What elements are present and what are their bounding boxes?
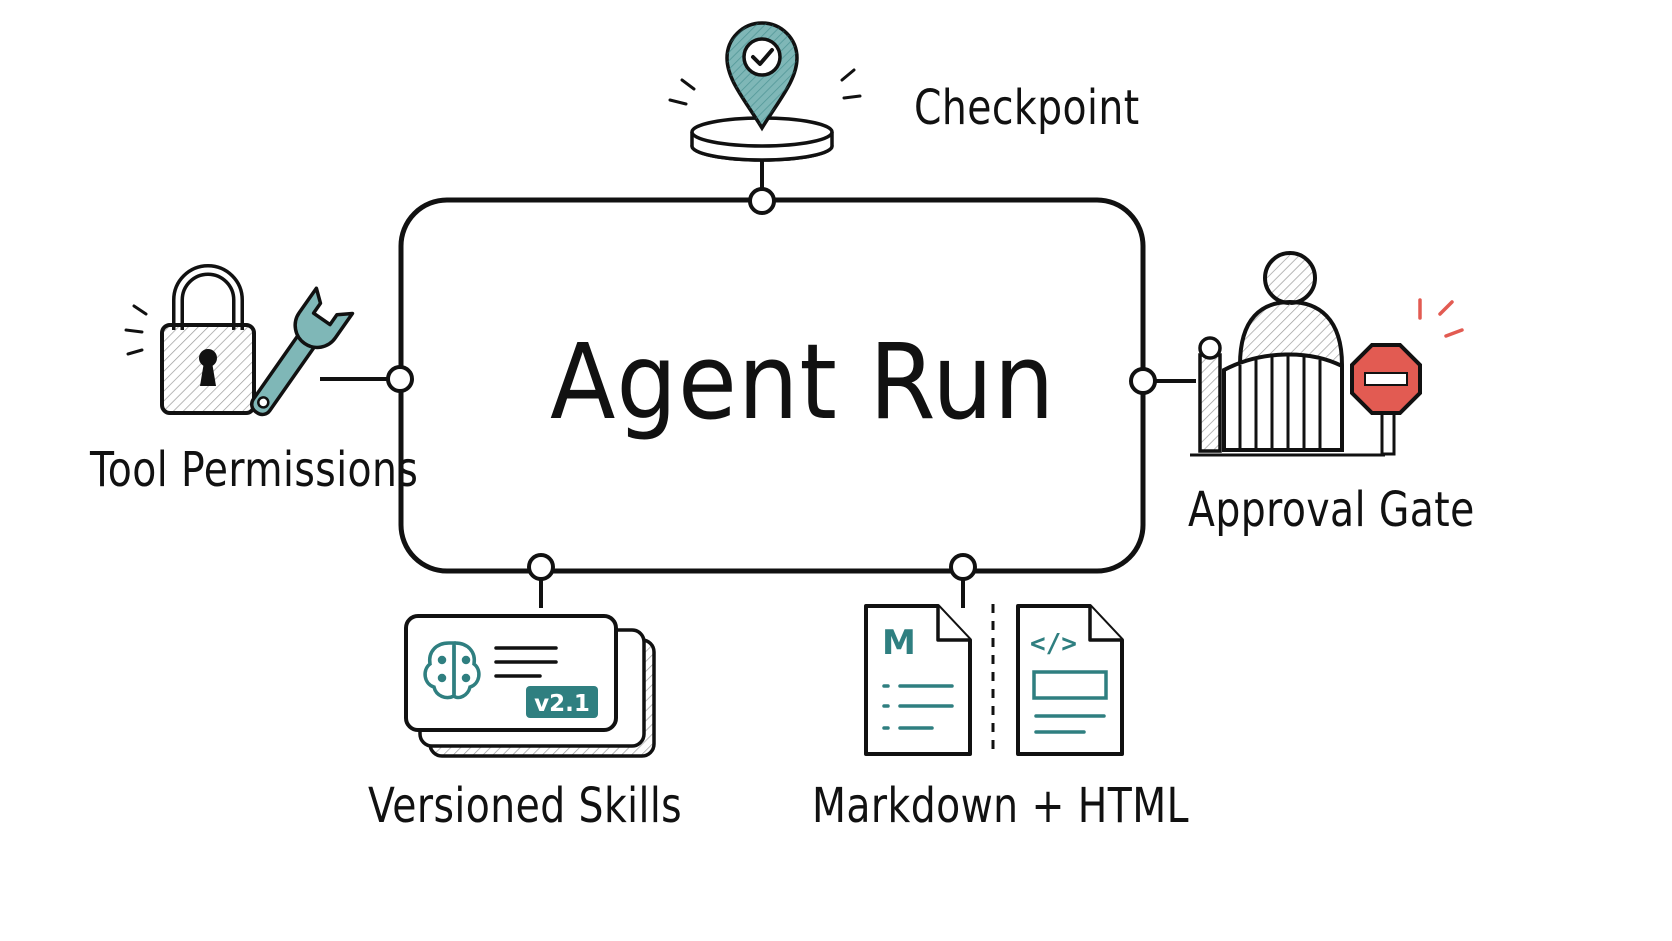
connector-node-approval-gate — [1129, 367, 1157, 395]
skill-cards-brain-icon: v2.1 — [404, 614, 656, 758]
connector-node-versioned-skills — [527, 553, 555, 581]
markdown-document-icon: M — [864, 604, 972, 756]
map-pin-check-icon — [668, 21, 862, 162]
person-gate-stop-sign-icon — [1190, 251, 1464, 457]
documents-icon: M </> — [864, 604, 1124, 756]
tool-permissions-label: Tool Permissions — [90, 442, 419, 498]
versioned-skills-label: Versioned Skills — [368, 778, 683, 834]
lock-and-wrench-icon — [124, 264, 355, 417]
html-glyph: </> — [1030, 629, 1077, 659]
agent-run-title: Agent Run — [550, 321, 1056, 443]
approval-gate-label: Approval Gate — [1188, 482, 1475, 538]
version-badge — [526, 686, 598, 718]
brain-icon — [423, 641, 481, 700]
markdown-glyph: M — [882, 623, 916, 663]
connector-node-markdown-html — [949, 553, 977, 581]
version-badge-text: v2.1 — [534, 691, 590, 717]
markdown-html-label: Markdown + HTML — [812, 778, 1189, 834]
connector-node-tool-permissions — [386, 365, 414, 393]
html-document-icon: </> — [1016, 604, 1124, 756]
checkpoint-label: Checkpoint — [914, 80, 1140, 136]
connectors — [320, 158, 1196, 608]
connector-node-checkpoint — [748, 187, 776, 215]
